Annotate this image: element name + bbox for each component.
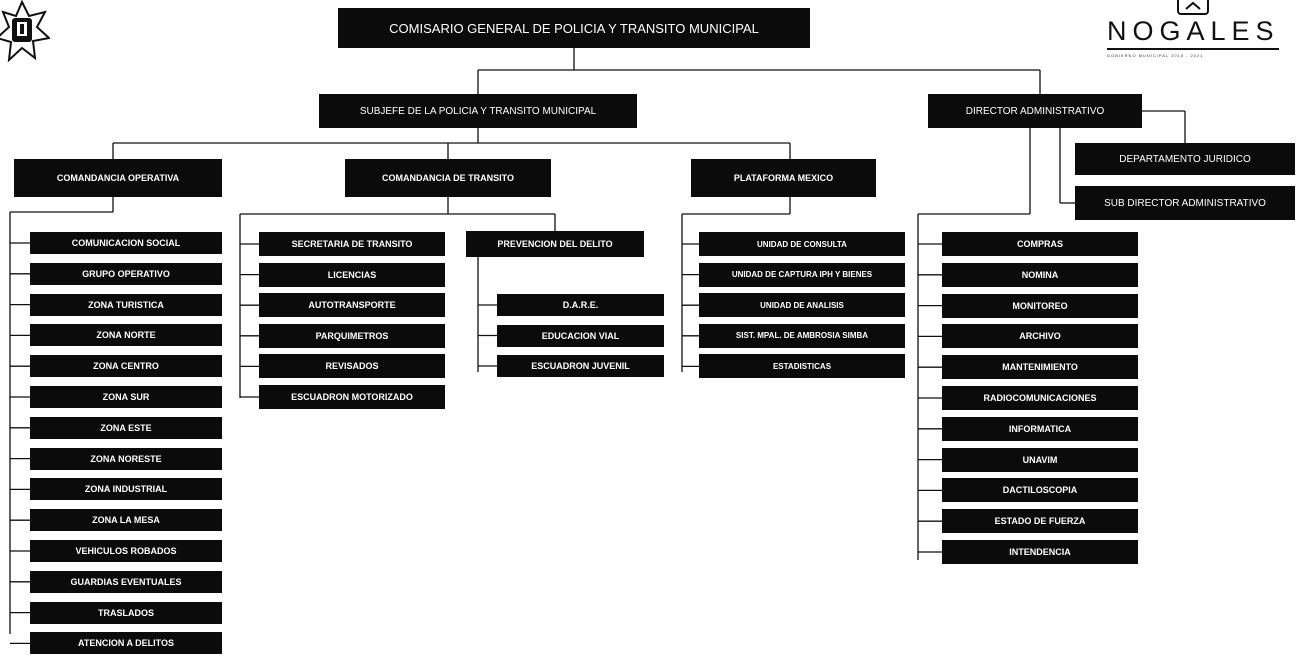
plataforma-item-1: UNIDAD DE CAPTURA IPH Y BIENES [699,262,905,287]
transito-item-3: PARQUIMETROS [259,323,445,348]
node-comisario: COMISARIO GENERAL DE POLICIA Y TRANSITO … [338,8,810,48]
node-director-administrativo: DIRECTOR ADMINISTRATIVO [928,94,1142,128]
operativa-item-2: ZONA TURISTICA [30,293,222,316]
admin-item-9: ESTADO DE FUERZA [942,509,1138,534]
prevencion-item-1: EDUCACION VIAL [497,324,664,347]
transito-item-5: ESCUADRON MOTORIZADO [259,385,445,409]
admin-item-4: MANTENIMIENTO [942,355,1138,380]
brand-rule [1107,48,1279,50]
plataforma-item-3: SIST. MPAL. DE AMBROSIA SIMBA [699,323,905,348]
prevencion-item-0: D.A.R.E. [497,294,664,316]
prevencion-item-2: ESCUADRON JUVENIL [497,355,664,377]
node-comandancia-operativa: COMANDANCIA OPERATIVA [14,159,222,197]
admin-item-6: INFORMATICA [942,416,1138,441]
node-subjefe: SUBJEFE DE LA POLICIA Y TRANSITO MUNICIP… [319,94,637,128]
node-sub-director-administrativo: SUB DIRECTOR ADMINISTRATIVO [1075,186,1295,220]
plataforma-item-0: UNIDAD DE CONSULTA [699,232,905,256]
transito-item-2: AUTOTRANSPORTE [259,293,445,318]
admin-item-5: RADIOCOMUNICACIONES [942,386,1138,410]
operativa-item-3: ZONA NORTE [30,324,222,347]
operativa-item-0: COMUNICACION SOCIAL [30,232,222,254]
operativa-item-13: ATENCION A DELITOS [30,632,222,655]
operativa-item-8: ZONA INDUSTRIAL [30,478,222,501]
admin-item-1: NOMINA [942,262,1138,287]
node-plataforma-mexico: PLATAFORMA MEXICO [691,159,876,197]
operativa-item-9: ZONA LA MESA [30,509,222,532]
brand-name: NOGALES [1107,16,1280,46]
plataforma-item-2: UNIDAD DE ANALISIS [699,293,905,318]
operativa-item-7: ZONA NORESTE [30,447,222,470]
operativa-item-1: GRUPO OPERATIVO [30,262,222,285]
operativa-item-4: ZONA CENTRO [30,355,222,378]
transito-item-0: SECRETARIA DE TRANSITO [259,232,445,256]
brand-emblem-icon [1177,0,1209,15]
brand-tagline: GOBIERNO MUNICIPAL 2018 - 2021 [1107,53,1204,58]
admin-item-8: DACTILOSCOPIA [942,478,1138,503]
node-prevencion-delito: PREVENCION DEL DELITO [466,231,644,257]
admin-item-0: COMPRAS [942,232,1138,256]
operativa-item-11: GUARDIAS EVENTUALES [30,570,222,593]
admin-item-2: MONITOREO [942,293,1138,318]
police-badge-icon [0,0,52,70]
operativa-item-10: VEHICULOS ROBADOS [30,540,222,562]
operativa-item-12: TRASLADOS [30,601,222,624]
admin-item-7: UNAVIM [942,447,1138,472]
node-comandancia-transito: COMANDANCIA DE TRANSITO [345,159,551,197]
plataforma-item-4: ESTADISTICAS [699,354,905,379]
node-departamento-juridico: DEPARTAMENTO JURIDICO [1075,143,1295,175]
operativa-item-5: ZONA SUR [30,386,222,408]
admin-item-10: INTENDENCIA [942,540,1138,564]
admin-item-3: ARCHIVO [942,324,1138,349]
operativa-item-6: ZONA ESTE [30,416,222,439]
nogales-brand: NOGALES GOBIERNO MUNICIPAL 2018 - 2021 [1093,0,1293,70]
transito-item-4: REVISADOS [259,354,445,379]
transito-item-1: LICENCIAS [259,262,445,287]
